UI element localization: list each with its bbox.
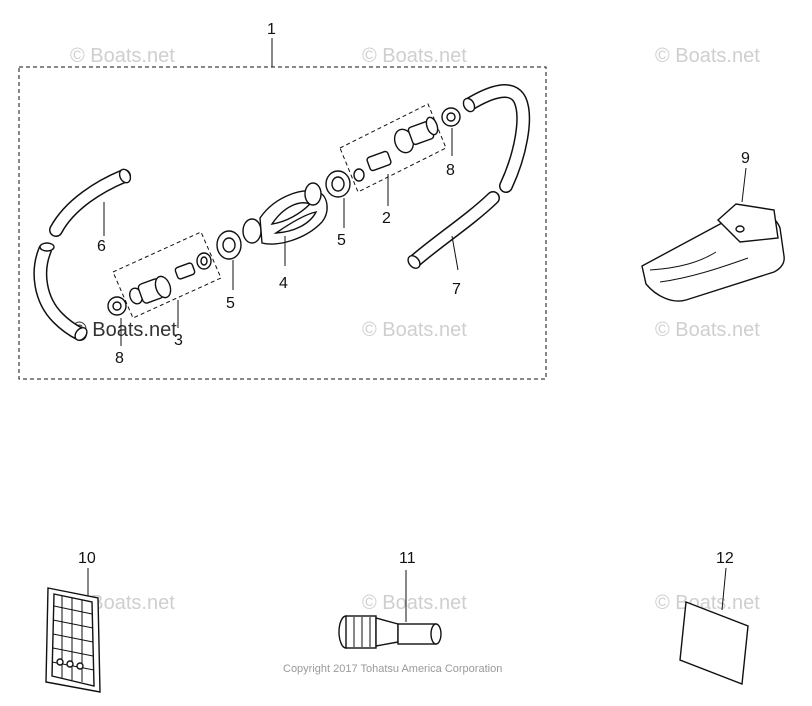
callout-6: 6 <box>97 238 106 255</box>
assembly-boundary <box>18 66 547 380</box>
callout-5-left: 5 <box>226 295 235 312</box>
watermark: © Boats.net <box>70 45 175 67</box>
washer-part-8-right[interactable] <box>441 107 461 127</box>
part-3-boundary <box>112 231 222 319</box>
primer-bulb-part-4[interactable] <box>242 182 328 245</box>
watermark: © Boats.net <box>362 45 467 67</box>
hose-part-7[interactable] <box>406 191 500 271</box>
washer-part-8-left[interactable] <box>107 296 127 316</box>
watermark: © Boats.net <box>362 592 467 614</box>
callout-11: 11 <box>399 550 416 567</box>
card-part-10[interactable] <box>45 587 101 693</box>
hose-part-6[interactable] <box>33 168 132 343</box>
ring-part-5-left[interactable] <box>216 230 242 260</box>
connector-part-3[interactable] <box>128 252 212 306</box>
connector-part-2[interactable] <box>353 116 440 182</box>
callout-9: 9 <box>741 150 750 167</box>
watermark: © Boats.net <box>655 592 760 614</box>
watermark: © Boats.net <box>362 319 467 341</box>
callout-2: 2 <box>382 210 391 227</box>
callout-8-left: 8 <box>115 350 124 367</box>
watermark: © Boats.net <box>72 319 177 341</box>
hose-upper-right[interactable] <box>461 84 531 193</box>
callout-7: 7 <box>452 281 461 298</box>
label-part-12[interactable] <box>679 601 749 685</box>
leader-line <box>451 235 459 271</box>
pouch-part-9[interactable] <box>641 203 785 302</box>
watermark: © Boats.net <box>655 45 760 67</box>
ring-part-5-right[interactable] <box>325 170 351 198</box>
callout-5-right: 5 <box>337 232 346 249</box>
callout-8-right: 8 <box>446 162 455 179</box>
watermark: © Boats.net <box>655 319 760 341</box>
callout-3: 3 <box>174 332 183 349</box>
part-2-boundary <box>339 103 447 193</box>
leader-line <box>721 567 727 611</box>
callout-12: 12 <box>716 550 734 567</box>
callout-1: 1 <box>267 21 276 38</box>
copyright-text: Copyright 2017 Tohatsu America Corporati… <box>283 663 502 675</box>
callout-4: 4 <box>279 275 288 292</box>
connector-part-11[interactable] <box>338 615 442 649</box>
callout-10: 10 <box>78 550 96 567</box>
leader-line <box>741 167 747 203</box>
